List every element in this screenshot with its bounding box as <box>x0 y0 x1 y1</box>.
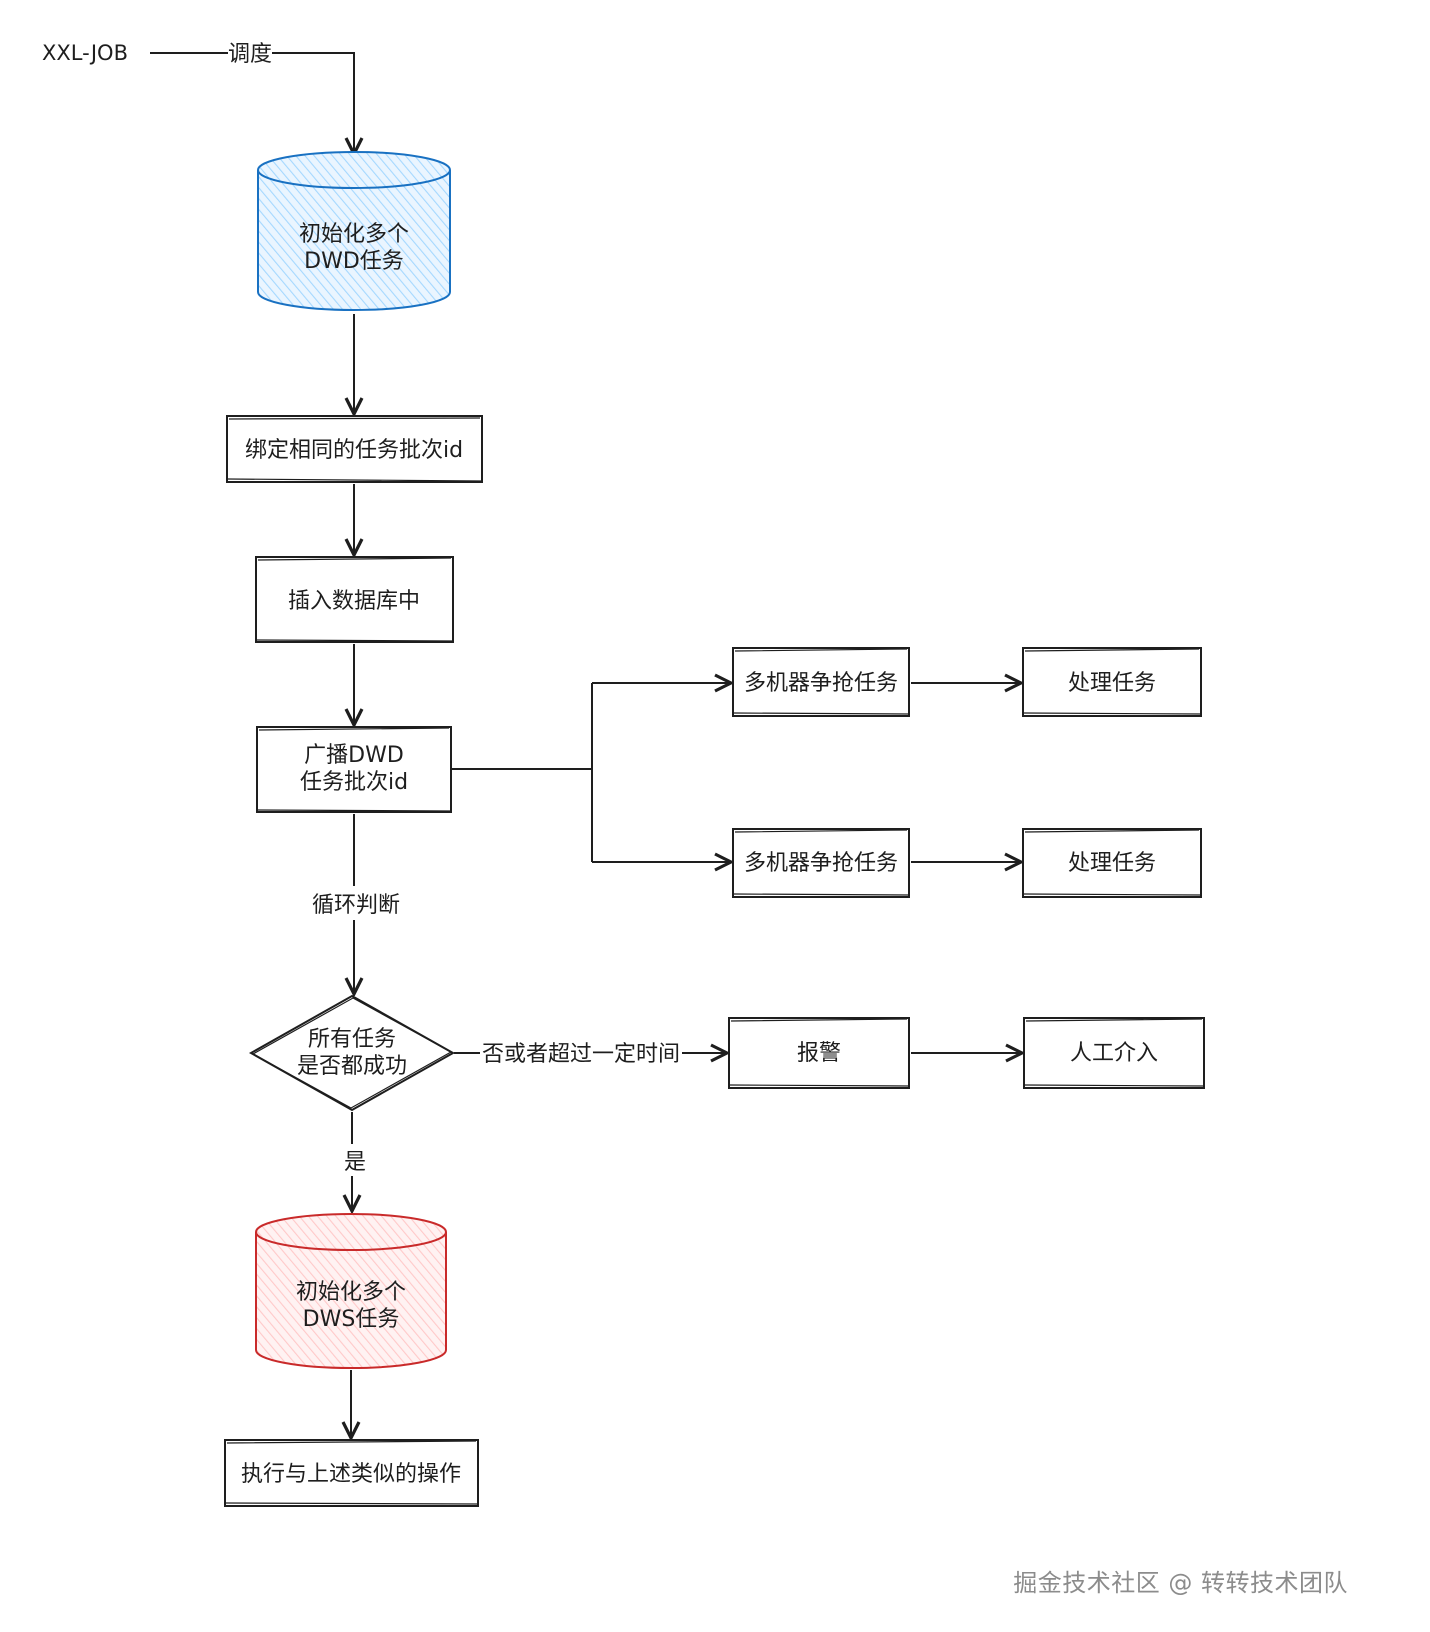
edge-label-yes: 是 <box>344 1150 366 1175</box>
watermark: 掘金技术社区 @ 转转技术团队 <box>1013 1569 1348 1597</box>
process-label-1: 处理任务 <box>1068 671 1156 696</box>
alarm-label: 报警 <box>797 1041 841 1066</box>
compete-node-1: 多机器争抢任务 <box>732 647 910 717</box>
insert-db-label: 插入数据库中 <box>288 589 420 614</box>
process-label-2: 处理任务 <box>1068 851 1156 876</box>
decision-line-1: 所有任务 <box>308 1027 396 1052</box>
dwd-init-line-2: DWD任务 <box>304 249 404 274</box>
alarm-node: 报警 <box>728 1017 910 1089</box>
manual-label: 人工介入 <box>1070 1041 1158 1066</box>
compete-node-2: 多机器争抢任务 <box>732 828 910 898</box>
broadcast-line-1: 广播DWD <box>304 743 404 768</box>
compete-label-1: 多机器争抢任务 <box>744 671 898 696</box>
edge-label-schedule: 调度 <box>228 42 272 67</box>
edge-loop: 循环判断 <box>312 814 400 994</box>
dws-init-line-2: DWS任务 <box>303 1307 400 1332</box>
edge-label-no: 否或者超过一定时间 <box>482 1042 680 1067</box>
edge-broadcast-branch <box>451 683 731 862</box>
similar-ops-label: 执行与上述类似的操作 <box>241 1462 461 1487</box>
broadcast-node: 广播DWD 任务批次id <box>256 726 452 813</box>
compete-label-2: 多机器争抢任务 <box>744 851 898 876</box>
bind-batch-node: 绑定相同的任务批次id <box>226 415 483 483</box>
process-node-1: 处理任务 <box>1022 647 1202 717</box>
dwd-init-line-1: 初始化多个 <box>299 222 409 247</box>
insert-db-node: 插入数据库中 <box>255 556 454 643</box>
bind-batch-label: 绑定相同的任务批次id <box>245 438 463 463</box>
edge-label-loop: 循环判断 <box>312 893 400 918</box>
broadcast-line-2: 任务批次id <box>300 770 408 795</box>
process-node-2: 处理任务 <box>1022 828 1202 898</box>
edge-schedule: 调度 <box>150 42 354 154</box>
manual-node: 人工介入 <box>1023 1017 1205 1089</box>
dwd-init-node: 初始化多个 DWD任务 <box>257 151 451 311</box>
dws-init-line-1: 初始化多个 <box>296 1280 406 1305</box>
similar-ops-node: 执行与上述类似的操作 <box>224 1439 479 1507</box>
decision-node: 所有任务 是否都成功 <box>248 994 456 1112</box>
edge-yes: 是 <box>344 1112 366 1211</box>
edge-no: 否或者超过一定时间 <box>454 1042 727 1067</box>
dws-init-node: 初始化多个 DWS任务 <box>255 1213 447 1369</box>
decision-line-2: 是否都成功 <box>297 1054 407 1079</box>
start-label: XXL-JOB <box>42 41 128 65</box>
